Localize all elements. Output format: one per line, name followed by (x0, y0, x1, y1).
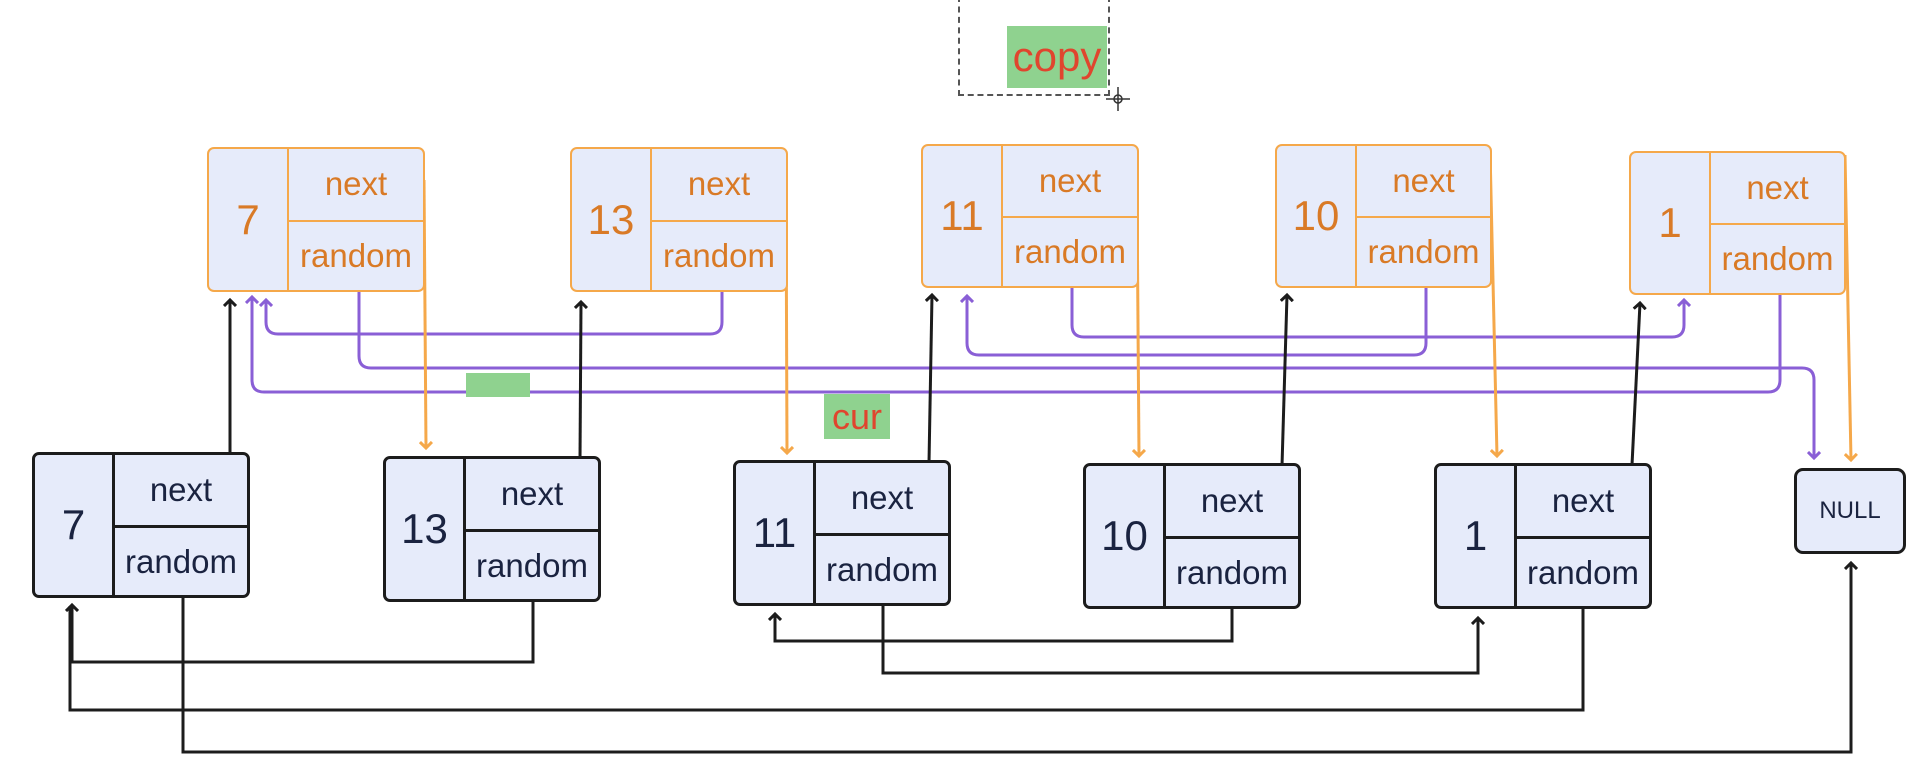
crosshair-cursor-icon (1106, 87, 1130, 111)
random-field: random (652, 219, 786, 291)
original-random-links (68, 563, 1851, 754)
original-node-1: 1 next random (1434, 463, 1652, 609)
null-node: NULL (1794, 468, 1906, 554)
next-field: next (324, 165, 388, 203)
random-field: random (1166, 536, 1298, 606)
next-field: next (1038, 162, 1102, 199)
random-field: random (1517, 536, 1649, 606)
node-value: 10 (1277, 146, 1357, 286)
node-value: 7 (209, 149, 289, 290)
orig-random-13 (72, 587, 535, 664)
next-field: next (1392, 162, 1455, 199)
random-field: random (1357, 216, 1490, 286)
next-field: next (1746, 169, 1809, 206)
empty-highlight-tag (466, 373, 530, 397)
next-field: next (1551, 482, 1615, 519)
orig-random-11 (881, 592, 1478, 675)
original-node-10: 10 next random (1083, 463, 1301, 609)
orig-random-1 (68, 595, 1585, 712)
orig-next-1 (1630, 303, 1640, 466)
copy-node-11: 11 next random (921, 144, 1139, 288)
node-value: 11 (736, 463, 816, 603)
random-link-11-to-1 (1070, 277, 1684, 339)
original-node-11: 11 next random (733, 460, 951, 606)
random-link-1-to-7 (252, 284, 1782, 394)
next-field: next (850, 479, 914, 516)
next-field: next (1200, 482, 1264, 519)
node-value: 13 (572, 149, 652, 290)
copy-node-1: 1 next random (1629, 151, 1846, 295)
orig-random-7 (181, 563, 1851, 754)
copy-node-10: 10 next random (1275, 144, 1492, 288)
random-field: random (289, 219, 423, 291)
next-field: next (149, 471, 213, 508)
node-value: 7 (35, 455, 115, 595)
orig-next-13 (580, 302, 581, 461)
cur-label: cur (824, 394, 890, 439)
copy-label: copy (1007, 26, 1107, 88)
random-field: random (1003, 216, 1137, 286)
original-next-links (230, 295, 1640, 488)
orig-next-11 (929, 295, 932, 464)
node-value: 11 (923, 146, 1003, 286)
random-field: random (466, 529, 598, 599)
node-value: 10 (1086, 466, 1166, 606)
node-value: 13 (386, 459, 466, 599)
copy-random-links (252, 277, 1814, 458)
random-link-13-to-7 (266, 282, 724, 336)
copy-node-7: 7 next random (207, 147, 425, 292)
random-link-10-to-11 (967, 277, 1428, 357)
original-node-7: 7 next random (32, 452, 250, 598)
next-field: next (500, 475, 564, 512)
next-field: next (687, 165, 751, 203)
random-field: random (816, 533, 948, 603)
node-value: 1 (1631, 153, 1711, 293)
copy-node-13: 13 next random (570, 147, 788, 292)
node-value: 1 (1437, 466, 1517, 606)
orig-next-10 (1282, 295, 1287, 467)
random-link-7-to-null (357, 281, 1814, 458)
random-field: random (1711, 223, 1844, 293)
orig-random-10 (775, 595, 1234, 643)
original-node-13: 13 next random (383, 456, 601, 602)
next-link-copy1 (1843, 154, 1851, 460)
selection-box[interactable] (958, 0, 1110, 96)
random-field: random (115, 525, 247, 595)
